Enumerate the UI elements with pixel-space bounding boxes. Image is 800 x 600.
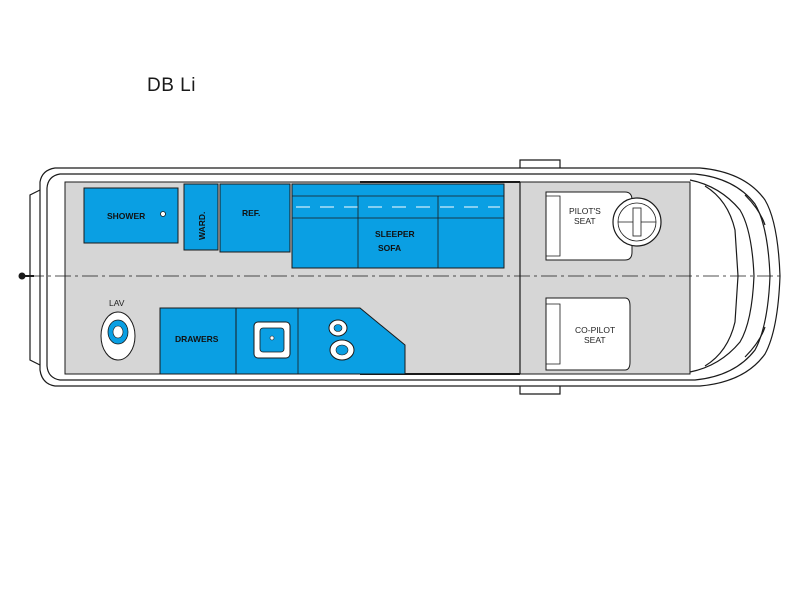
shower-drain-icon xyxy=(160,211,166,217)
shower-label: SHOWER xyxy=(107,211,145,221)
pilot-seat-label-line1: PILOT'S xyxy=(569,206,601,216)
copilot-seat-label-line1: CO-PILOT xyxy=(575,325,615,335)
sink-icon xyxy=(253,321,291,359)
steering-wheel-icon xyxy=(612,197,662,247)
refrigerator-label: REF. xyxy=(242,208,260,218)
galley-counter xyxy=(235,307,406,375)
pilot-seat: PILOT'S SEAT xyxy=(545,191,633,261)
sleeper-sofa-label-line1: SLEEPER xyxy=(375,229,415,239)
floorplan-title: DB Li xyxy=(147,75,196,96)
pilot-seat-label-line2: SEAT xyxy=(574,216,596,226)
sleeper-sofa-unit: SLEEPER SOFA xyxy=(291,183,505,269)
copilot-seat: CO-PILOT SEAT xyxy=(545,297,631,371)
drawers-unit: DRAWERS xyxy=(159,307,237,375)
lav-unit: LAV xyxy=(100,298,136,361)
cooktop-icon xyxy=(328,319,355,361)
drawers-label: DRAWERS xyxy=(175,334,219,344)
wardrobe-label: WARD. xyxy=(197,212,207,240)
shower-unit: SHOWER xyxy=(83,187,179,244)
sleeper-sofa-label-line2: SOFA xyxy=(378,243,401,253)
copilot-seat-label-line2: SEAT xyxy=(584,335,606,345)
refrigerator-unit: REF. xyxy=(219,183,291,253)
lav-label: LAV xyxy=(109,298,125,308)
wardrobe-unit: WARD. xyxy=(183,183,219,251)
toilet-icon xyxy=(100,311,136,361)
